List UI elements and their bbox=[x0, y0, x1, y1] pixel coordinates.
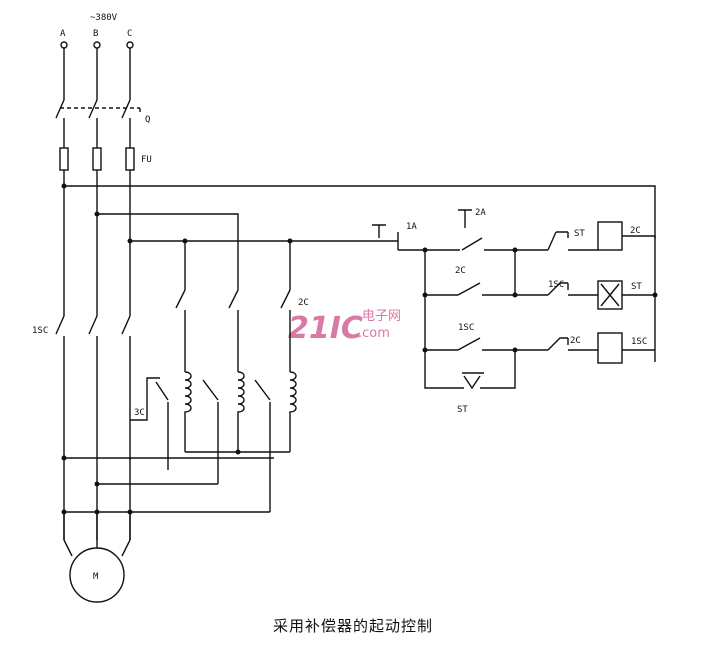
label-motor: M bbox=[93, 572, 99, 582]
motor bbox=[63, 539, 131, 603]
label-fuse-fu: FU bbox=[141, 155, 152, 165]
contactor-3c-contacts bbox=[130, 377, 271, 512]
control-line-4 bbox=[424, 350, 516, 390]
knife-switch-q bbox=[55, 99, 141, 119]
label-coil-1sc: 1SC bbox=[631, 337, 647, 347]
label-contact-2c-b: 2C bbox=[570, 336, 581, 346]
watermark-logo: 21IC 电子网 .com bbox=[288, 309, 401, 346]
contactor-2c-contacts bbox=[175, 289, 291, 372]
label-supply-voltage: ~380V bbox=[90, 13, 118, 23]
label-relay-st: ST bbox=[574, 229, 585, 239]
label-phase-a: A bbox=[60, 29, 66, 39]
motor-feed bbox=[61, 455, 274, 540]
label-coil-st: ST bbox=[631, 282, 642, 292]
label-contact-2c: 2C bbox=[455, 266, 466, 276]
autotransformer-windings bbox=[184, 371, 297, 455]
stop-button-1a bbox=[372, 224, 425, 251]
label-start-2a: 2A bbox=[475, 208, 486, 218]
watermark-brand: 21IC bbox=[288, 311, 363, 346]
relay-st-contact bbox=[547, 231, 598, 251]
main-contactor-1sc bbox=[55, 315, 131, 335]
label-stop-1a: 1A bbox=[406, 222, 417, 232]
label-phase-c: C bbox=[127, 29, 132, 39]
fuses-fu bbox=[59, 147, 135, 171]
label-coil-2c: 2C bbox=[630, 226, 641, 236]
label-contactor-3c: 3C bbox=[134, 408, 145, 418]
watermark-domain: .com bbox=[358, 326, 390, 341]
control-line-2 bbox=[422, 250, 658, 310]
supply-terminals bbox=[60, 41, 134, 49]
label-contactor-2c: 2C bbox=[298, 298, 309, 308]
control-taps bbox=[61, 183, 656, 290]
label-contact-1sc-b: 1SC bbox=[458, 323, 474, 333]
label-switch-q: Q bbox=[145, 115, 150, 125]
label-contact-st-bottom: ST bbox=[457, 405, 468, 415]
power-lines bbox=[63, 48, 131, 540]
coil-2c bbox=[597, 221, 656, 362]
watermark-site: 电子网 bbox=[362, 309, 401, 324]
label-phase-b: B bbox=[93, 29, 98, 39]
figure-caption: 采用补偿器的起动控制 bbox=[272, 617, 433, 635]
label-contact-1sc: 1SC bbox=[548, 280, 564, 290]
label-contactor-1sc: 1SC bbox=[32, 326, 48, 336]
